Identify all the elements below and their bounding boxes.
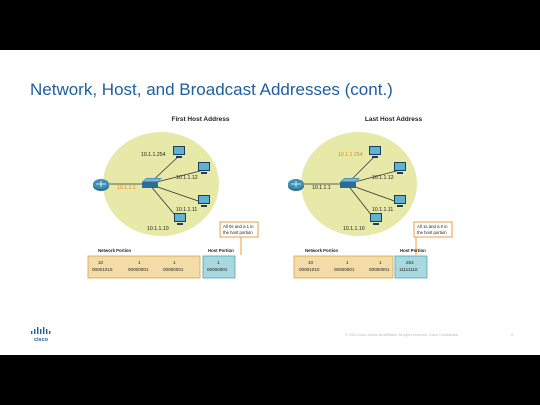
- router-icon: [288, 179, 304, 191]
- octet1-dec: 10: [308, 260, 314, 265]
- pc-top-icon: [369, 146, 381, 158]
- ip-pc-top: 10.1.1.254: [141, 152, 166, 158]
- pc-right1-icon: [394, 162, 406, 174]
- first-host-diagram: First Host Address: [83, 116, 318, 292]
- host-portion-label: Host Portion: [400, 248, 426, 253]
- ip-pc-right2: 10.1.1.11: [372, 207, 393, 213]
- switch-icon: [142, 178, 162, 188]
- callout-line2: the host portion: [417, 230, 447, 235]
- octet2-dec: 1: [346, 260, 349, 265]
- octet1-dec: 10: [98, 260, 104, 265]
- octet4-bin: 11111110: [399, 267, 418, 272]
- ip-pc-bottom: 10.1.1.10: [147, 226, 169, 232]
- octet2-bin: 00000001: [334, 267, 355, 272]
- network-area: [103, 132, 219, 236]
- diagram-title: First Host Address: [171, 116, 230, 123]
- octet3-bin: 00000001: [369, 267, 390, 272]
- pc-bottom-icon: [370, 213, 382, 225]
- page-number: 9: [511, 333, 513, 337]
- octet1-bin: 00001010: [92, 267, 113, 272]
- octet2-dec: 1: [138, 260, 141, 265]
- router-icon: [93, 179, 109, 191]
- pc-top-icon: [173, 146, 185, 158]
- octet1-bin: 00001010: [299, 267, 320, 272]
- octet4-dec: 1: [217, 260, 220, 265]
- octet3-dec: 1: [173, 260, 176, 265]
- octet4-dec: 254: [406, 260, 414, 265]
- callout-line2: the host portion: [223, 230, 253, 235]
- ip-pc-right1: 10.1.1.12: [372, 175, 394, 181]
- cisco-logo: cisco: [30, 327, 52, 348]
- pc-bottom-icon: [174, 213, 186, 225]
- pc-right1-icon: [198, 162, 210, 174]
- pc-right2-icon: [394, 195, 406, 207]
- network-portion-box: [87, 255, 201, 279]
- host-portion-label: Host Portion: [208, 248, 234, 253]
- copyright-text: © 2013 Cisco and/or its affiliates. All …: [345, 333, 459, 337]
- octet2-bin: 00000001: [128, 267, 149, 272]
- network-area: [301, 132, 417, 236]
- callout-line1: All 1s and a 0 in: [417, 224, 448, 229]
- callout-line1: All 0s and a 1 in: [223, 224, 254, 229]
- octet3-bin: 00000001: [163, 267, 184, 272]
- network-portion-label: Network Portion: [305, 248, 339, 253]
- switch-icon: [340, 178, 360, 188]
- ip-router: 10.1.1.1: [117, 185, 136, 191]
- ip-pc-right2: 10.1.1.11: [176, 207, 197, 213]
- callout-box: [413, 221, 453, 238]
- last-host-diagram: Last Host Address: [276, 116, 511, 292]
- ip-pc-top: 10.1.1.254: [338, 152, 363, 158]
- callout-box: [219, 221, 259, 238]
- network-portion-label: Network Portion: [98, 248, 132, 253]
- octet4-bin: 00000001: [207, 267, 228, 272]
- ip-router: 10.1.1.1: [312, 185, 331, 191]
- network-diagram-svg: 10.1.1.254 10.1.1.12 10.1.1.1 10.1.1.11 …: [288, 132, 453, 279]
- host-portion-box: [394, 255, 428, 279]
- ip-pc-right1: 10.1.1.12: [176, 175, 198, 181]
- network-portion-box: [293, 255, 394, 279]
- pc-right2-icon: [198, 195, 210, 207]
- cisco-logo-text: cisco: [34, 337, 49, 343]
- network-diagram-svg: 10.1.1.254 10.1.1.12 10.1.1.1 10.1.1.11 …: [87, 132, 259, 279]
- slide-title: Network, Host, and Broadcast Addresses (…: [30, 80, 393, 99]
- ip-pc-bottom: 10.1.1.10: [343, 226, 365, 232]
- host-portion-box: [202, 255, 236, 279]
- diagram-title: Last Host Address: [364, 116, 423, 123]
- octet3-dec: 1: [379, 260, 382, 265]
- slide: Network, Host, and Broadcast Addresses (…: [0, 50, 540, 355]
